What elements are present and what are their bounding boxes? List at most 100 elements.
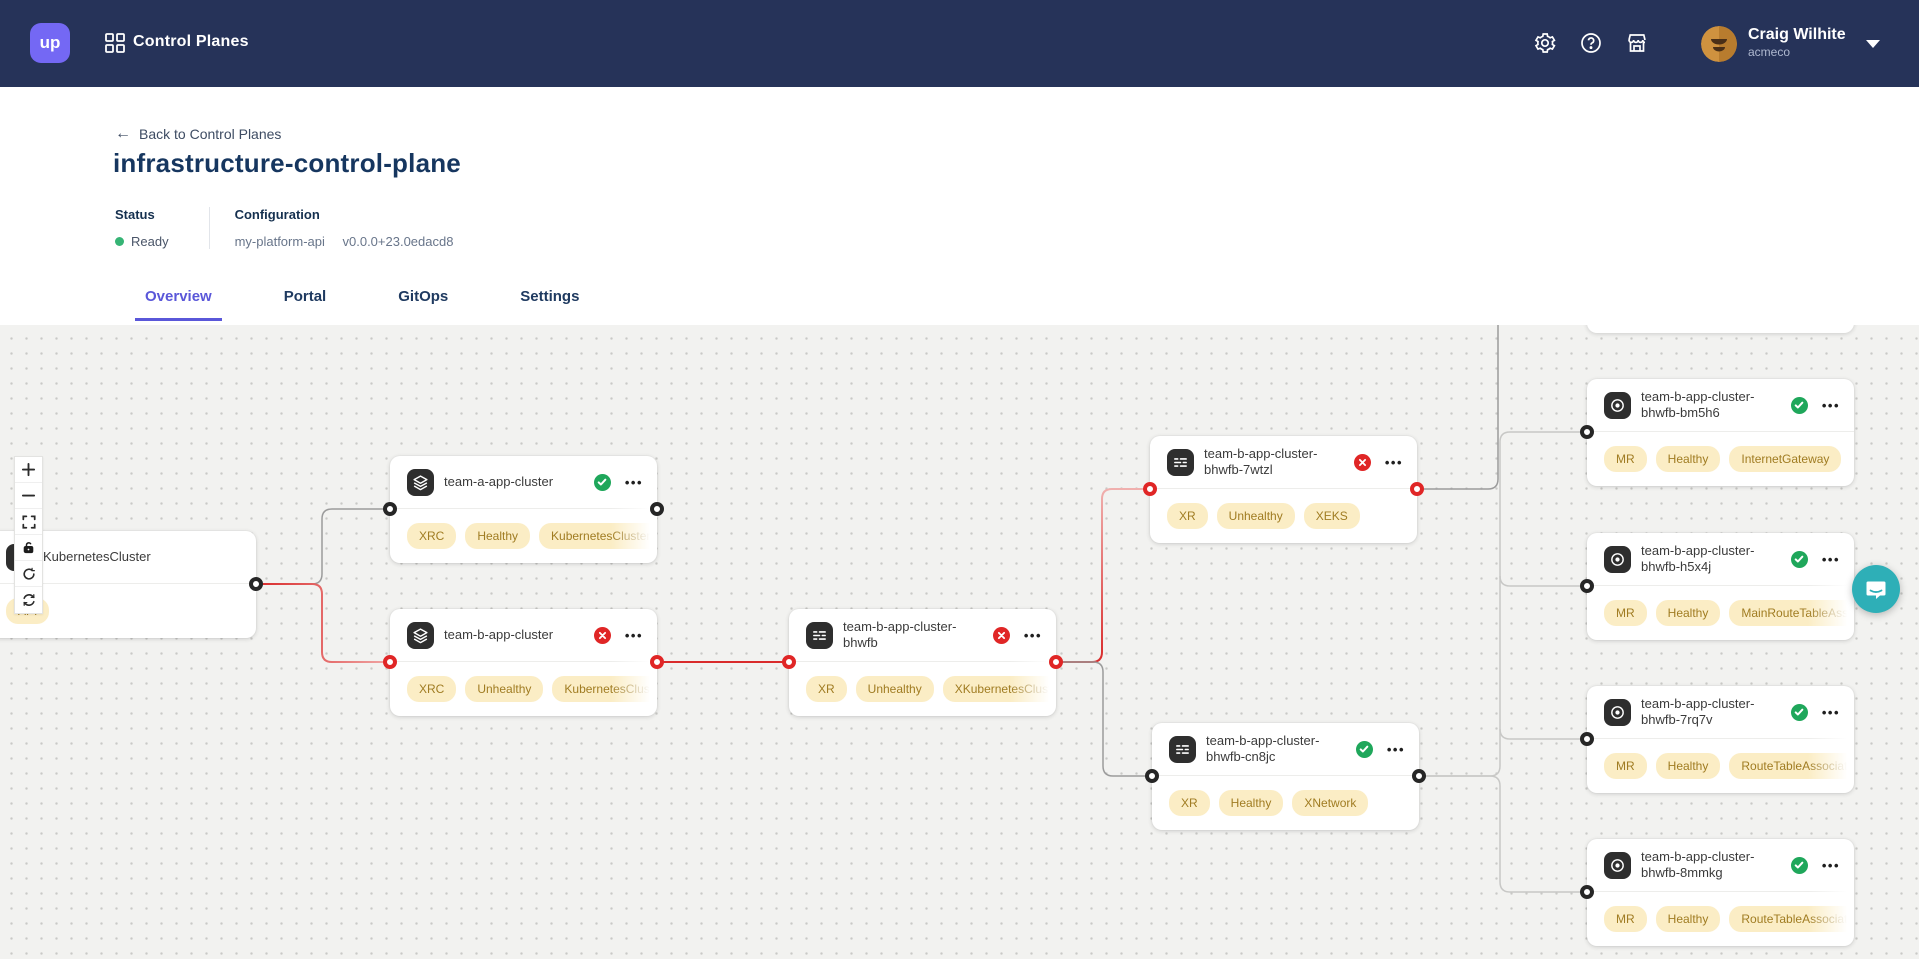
tab-settings[interactable]: Settings <box>520 288 580 305</box>
node-menu-icon[interactable]: ••• <box>624 474 643 490</box>
connection-handle-left[interactable] <box>782 655 796 669</box>
graph-edges <box>257 325 1587 893</box>
graph-edge <box>1499 575 1587 587</box>
badge: Unhealthy <box>855 676 934 702</box>
tab-overview[interactable]: Overview <box>135 288 222 321</box>
badge: XR <box>1169 790 1210 816</box>
badge: KubernetesCluster <box>539 523 657 549</box>
healthy-icon <box>1790 856 1808 874</box>
node-menu-icon[interactable]: ••• <box>624 627 643 643</box>
app-title: Control Planes <box>133 33 249 50</box>
connection-handle-right[interactable] <box>650 655 664 669</box>
connection-handle-left[interactable] <box>1143 482 1157 496</box>
gear-icon[interactable] <box>1533 31 1557 55</box>
node-badges: MRHealthyMainRouteTableAssociation <box>1587 586 1854 626</box>
node-title: team-a-app-cluster <box>444 473 554 489</box>
fit-view-button[interactable] <box>15 509 42 535</box>
healthy-icon <box>593 473 611 491</box>
user-menu[interactable]: Craig Wilhite acmeco <box>1748 26 1846 59</box>
layers-icon <box>407 621 434 649</box>
node-title: team-b-app-cluster-bhwfb-7rq7v <box>1641 695 1755 727</box>
status-value: Ready <box>131 234 169 249</box>
graph-node-clipped[interactable] <box>1587 325 1854 333</box>
badge: RouteTableAssociation <box>1729 753 1854 779</box>
connection-handle-right[interactable] <box>1049 655 1063 669</box>
user-org: acmeco <box>1748 45 1791 59</box>
chat-launcher-button[interactable] <box>1852 565 1900 613</box>
connection-handle-right[interactable] <box>650 502 664 516</box>
connection-handle-left[interactable] <box>1580 579 1594 593</box>
rotate-button[interactable] <box>15 561 42 587</box>
zoom-out-button[interactable] <box>15 483 42 509</box>
configuration-label: Configuration <box>234 207 320 222</box>
node-menu-icon[interactable]: ••• <box>1384 454 1403 470</box>
node-menu-icon[interactable]: ••• <box>1821 551 1840 567</box>
tab-gitops[interactable]: GitOps <box>398 288 449 305</box>
connection-handle-right[interactable] <box>249 577 263 591</box>
connection-handle-left[interactable] <box>1580 732 1594 746</box>
status-ready-icon <box>115 237 124 246</box>
badge: Healthy <box>1655 906 1721 932</box>
badge: XKubernetesCluster <box>942 676 1056 702</box>
avatar[interactable] <box>1701 26 1737 62</box>
configuration-block: Configuration my-platform-api v0.0.0+23.… <box>235 207 454 249</box>
connection-handle-right[interactable] <box>1410 482 1424 496</box>
node-menu-icon[interactable]: ••• <box>1386 741 1405 757</box>
badge: XRC <box>407 676 457 702</box>
page-title: infrastructure-control-plane <box>113 148 461 178</box>
node-menu-icon[interactable]: ••• <box>1821 704 1840 720</box>
resource-graph-canvas[interactable]: KKubernetesClusterAPIteam-a-app-cluster•… <box>0 325 1919 959</box>
node-title: team-b-app-cluster-bhwfb-h5x4j <box>1641 542 1755 574</box>
graph-edge <box>1417 325 1499 490</box>
badge: Healthy <box>1218 790 1284 816</box>
back-arrow-icon: ← <box>115 125 131 142</box>
marketplace-icon[interactable] <box>1625 31 1649 55</box>
graph-edge <box>257 583 390 663</box>
connection-handle-left[interactable] <box>1580 885 1594 899</box>
list-icon <box>806 621 833 649</box>
lock-button[interactable] <box>15 535 42 561</box>
graph-edge <box>1419 431 1587 777</box>
connection-handle-left[interactable] <box>1580 425 1594 439</box>
target-icon <box>1604 391 1631 419</box>
graph-edge <box>1419 775 1587 893</box>
connection-handle-left[interactable] <box>1145 769 1159 783</box>
zoom-in-button[interactable] <box>15 457 42 483</box>
node-menu-icon[interactable]: ••• <box>1821 857 1840 873</box>
graph-edge <box>1499 728 1587 740</box>
connection-handle-left[interactable] <box>383 655 397 669</box>
node-title: team-b-app-cluster <box>444 626 554 642</box>
badge: Healthy <box>1655 753 1721 779</box>
upbound-logo[interactable]: up <box>30 23 70 63</box>
top-navigation-bar: up Control Planes Craig Wilhite <box>0 0 1919 87</box>
connection-handle-left[interactable] <box>383 502 397 516</box>
list-icon <box>1167 448 1194 476</box>
healthy-icon <box>1790 396 1808 414</box>
tab-portal[interactable]: Portal <box>283 288 327 305</box>
healthy-icon <box>1355 740 1373 758</box>
help-icon[interactable] <box>1579 31 1603 55</box>
connection-handle-right[interactable] <box>1412 769 1426 783</box>
refresh-button[interactable] <box>15 587 42 613</box>
back-to-control-planes-link[interactable]: ← Back to Control Planes <box>115 125 281 143</box>
badge: KubernetesCluster <box>552 676 657 702</box>
badge: Healthy <box>465 523 531 549</box>
node-menu-icon[interactable]: ••• <box>1821 397 1840 413</box>
node-title: team-b-app-cluster-bhwfb-8mmkg <box>1641 848 1755 880</box>
node-menu-icon[interactable]: ••• <box>1023 627 1042 643</box>
chevron-down-icon[interactable] <box>1866 40 1880 48</box>
